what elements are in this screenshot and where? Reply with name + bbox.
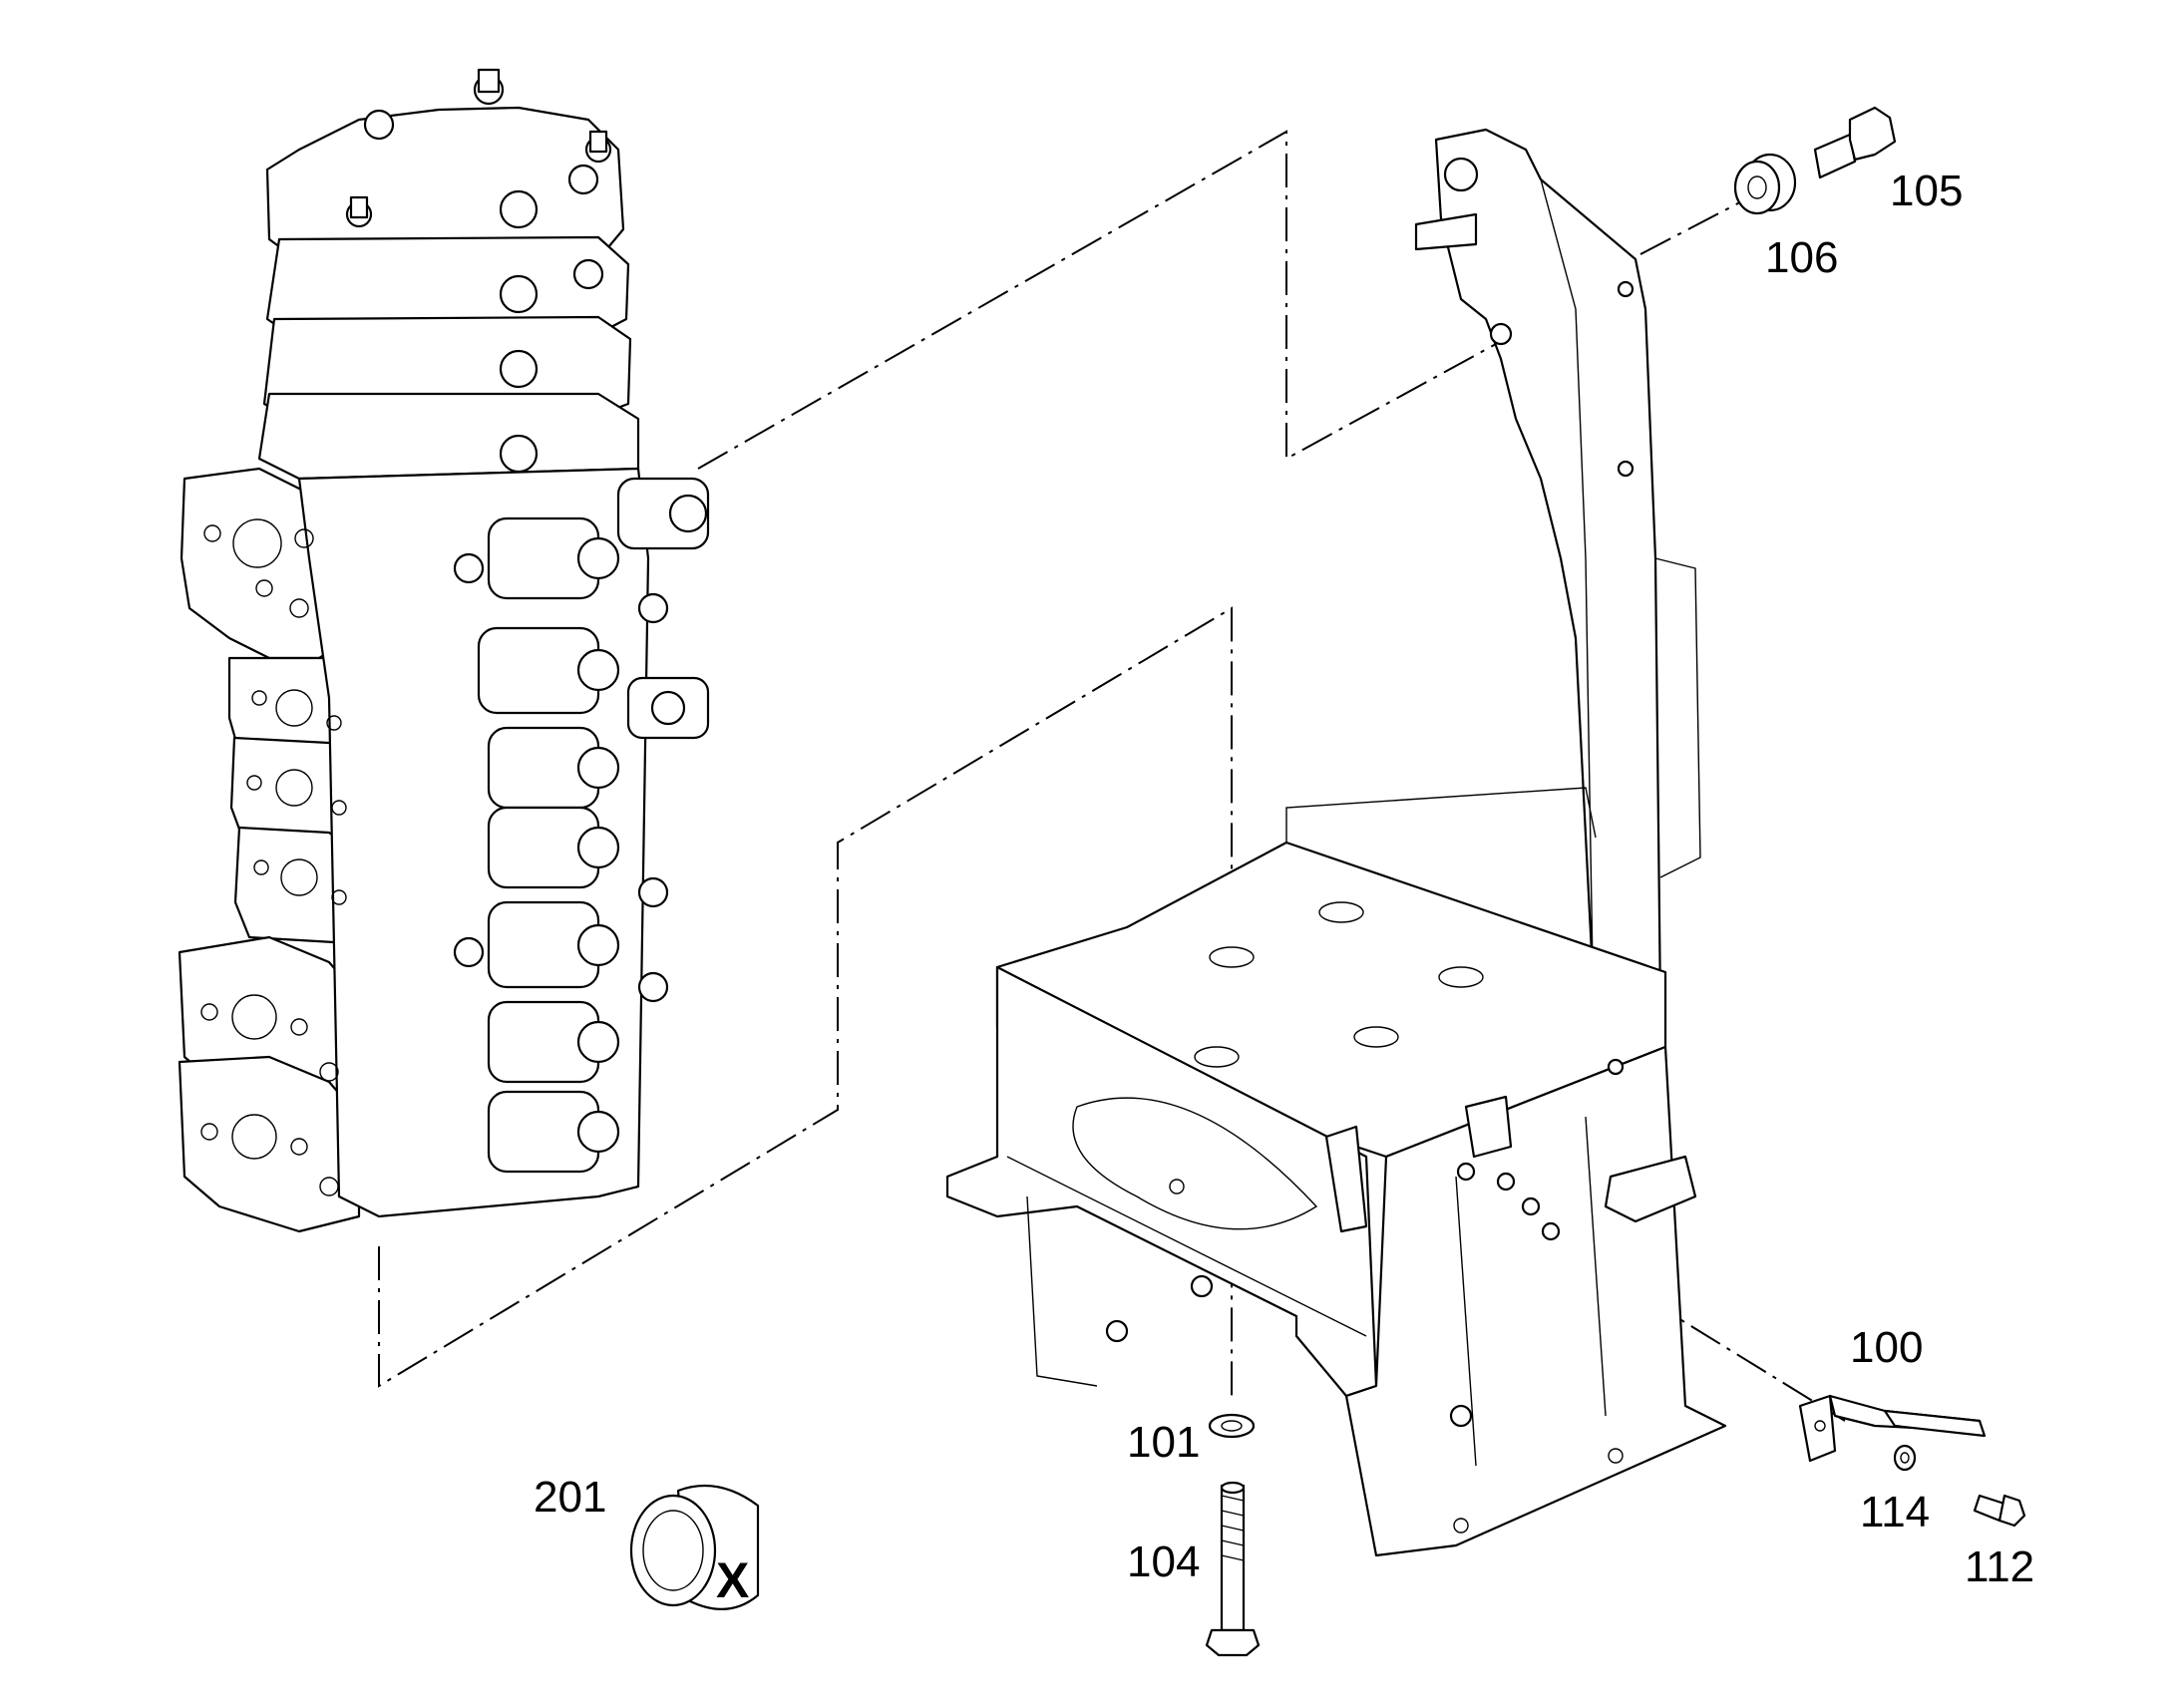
mounting-frame bbox=[945, 128, 1727, 1557]
cap-x-mark: X bbox=[716, 1552, 750, 1608]
bolt-105 bbox=[1813, 106, 1897, 179]
cap-201 bbox=[629, 1484, 760, 1610]
callout-112: 112 bbox=[1965, 1542, 2035, 1591]
callout-104: 104 bbox=[1127, 1537, 1201, 1586]
bolt-104 bbox=[1205, 1481, 1261, 1657]
washer-114 bbox=[1893, 1444, 1917, 1472]
hydraulic-valve-block bbox=[178, 68, 710, 1233]
port-holes bbox=[200, 518, 347, 1196]
callout-114: 114 bbox=[1860, 1488, 1931, 1537]
washer-101 bbox=[1208, 1413, 1256, 1439]
bracket-100 bbox=[1798, 1394, 1987, 1463]
callout-105: 105 bbox=[1890, 167, 1964, 215]
callout-101: 101 bbox=[1127, 1418, 1201, 1467]
callout-106: 106 bbox=[1765, 233, 1839, 282]
callout-201: 201 bbox=[534, 1473, 607, 1522]
spacer-106 bbox=[1733, 153, 1797, 215]
bolt-112 bbox=[1973, 1494, 2026, 1528]
solenoid-coils bbox=[453, 477, 710, 1174]
callout-100: 100 bbox=[1850, 1323, 1924, 1372]
